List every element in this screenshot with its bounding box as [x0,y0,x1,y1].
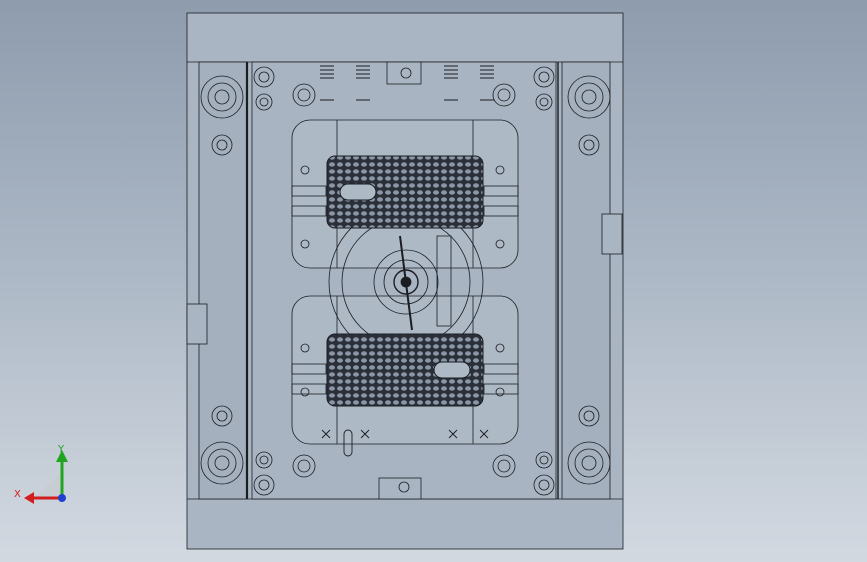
right-rail [561,61,611,500]
y-arrowhead [56,450,68,462]
lower-cavity-texture [326,333,484,407]
right-connector [601,213,623,255]
left-connector [186,303,208,345]
x-arrowhead [24,492,34,504]
left-rail [198,61,248,500]
z-axis-dot [58,494,66,502]
bottom-connector [378,477,422,500]
top-connector [386,61,422,85]
y-axis-label: Y [57,444,65,455]
guide-bushing [200,75,244,119]
upper-cavity-texture [326,155,484,229]
coordinate-triad: Y X [14,444,68,504]
x-axis-label: X [14,489,21,500]
